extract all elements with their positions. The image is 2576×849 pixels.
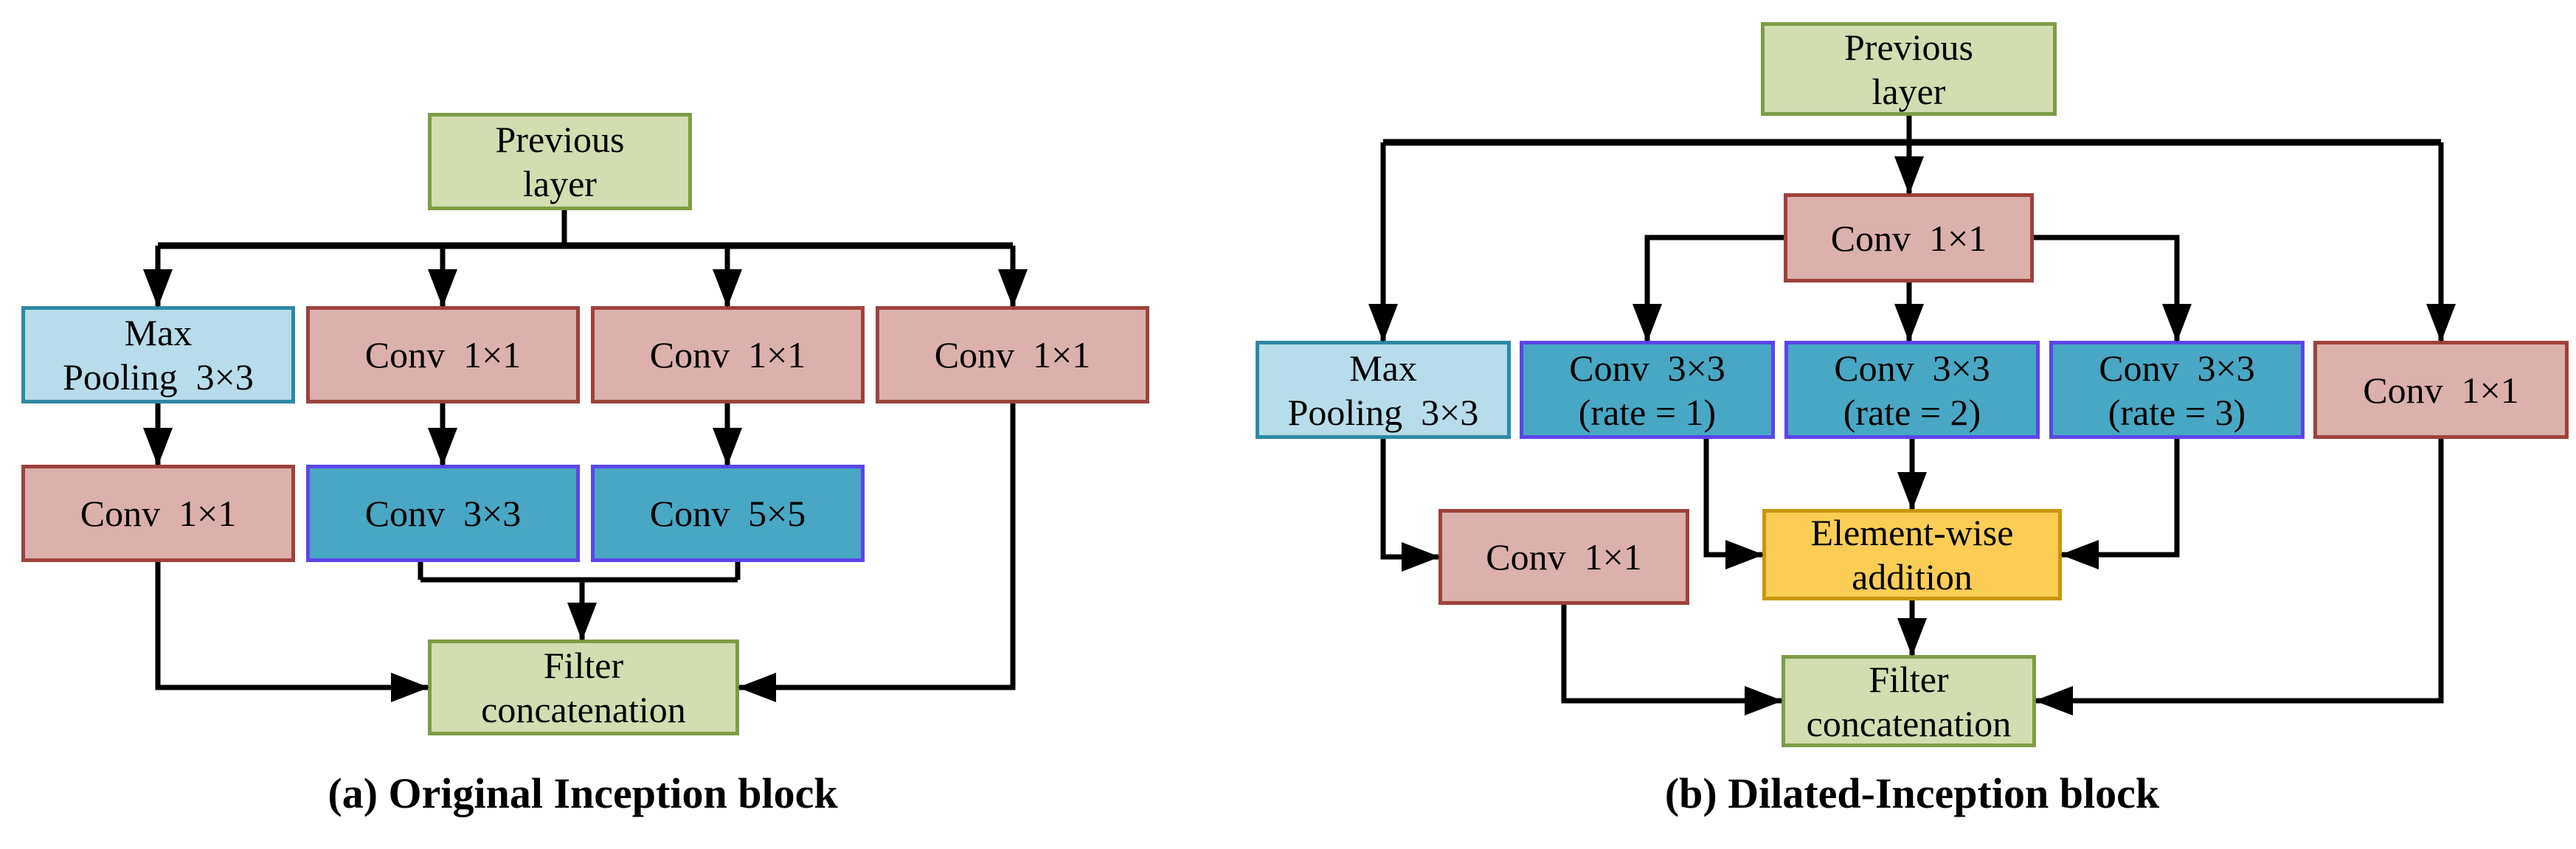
node-b-conv1x1-left: Conv 1×1	[1438, 509, 1689, 605]
node-label: Conv 1×1	[934, 334, 1091, 375]
node-a-conv1x1-branch4: Conv 1×1	[876, 306, 1149, 403]
node-label: Conv 1×1	[1830, 217, 1987, 259]
node-label: Pooling 3×3	[1287, 391, 1479, 433]
node-label: Conv 3×3	[364, 493, 522, 534]
node-label: (rate = 3)	[2108, 391, 2246, 433]
node-label: Previous	[495, 119, 625, 160]
arrow-b-conv1x1-right-to-filter	[2035, 439, 2444, 715]
node-b-conv3x3-rate3: Conv 3×3 (rate = 3)	[2049, 341, 2305, 439]
node-label: Conv 3×3	[1569, 347, 1725, 389]
node-label: Element-wise	[1810, 512, 2014, 553]
node-b-conv3x3-rate1: Conv 3×3 (rate = 1)	[1520, 341, 1775, 439]
node-a-filter-concatenation: Filter concatenation	[428, 640, 739, 735]
node-label: concatenation	[481, 689, 686, 730]
node-b-conv3x3-rate2: Conv 3×3 (rate = 2)	[1784, 341, 2040, 439]
node-label: (rate = 2)	[1843, 391, 1981, 433]
node-a-conv1x1-branch3: Conv 1×1	[591, 306, 865, 403]
arrow-b-top-to-rate1	[1632, 235, 1784, 342]
arrow-b-conv1x1-left-to-filter	[1561, 605, 1783, 715]
node-a-conv5x5: Conv 5×5	[591, 465, 865, 562]
node-label: Conv 1×1	[2363, 369, 2519, 411]
node-label: Conv 5×5	[649, 493, 806, 534]
node-a-conv1x1-after-pool: Conv 1×1	[21, 465, 295, 562]
node-label: layer	[1872, 70, 1946, 112]
node-label: Conv 1×1	[1486, 536, 1642, 578]
node-b-previous-layer: Previous layer	[1761, 22, 2057, 116]
arrow-b-rate1-to-addition	[1703, 439, 1764, 569]
node-label: Conv 3×3	[1834, 347, 1990, 389]
node-label: Conv 1×1	[364, 334, 522, 375]
node-a-conv1x1-branch2: Conv 1×1	[306, 306, 580, 403]
arrow-b-top-to-rate3	[2034, 235, 2192, 342]
node-a-conv3x3: Conv 3×3	[306, 465, 580, 562]
node-label: (rate = 1)	[1578, 391, 1717, 433]
node-b-element-wise-addition: Element-wise addition	[1762, 509, 2062, 600]
node-label: Pooling 3×3	[63, 356, 254, 398]
node-label: Filter	[543, 645, 624, 686]
node-label: Conv 1×1	[80, 493, 237, 534]
node-b-filter-concatenation: Filter concatenation	[1782, 655, 2036, 747]
node-label: layer	[523, 163, 597, 204]
node-b-conv1x1-top: Conv 1×1	[1784, 193, 2034, 283]
node-b-conv1x1-right: Conv 1×1	[2313, 341, 2569, 439]
arrow-a-conv1x1-to-filter	[155, 562, 429, 702]
node-a-previous-layer: Previous layer	[428, 113, 692, 210]
node-label: Max	[1349, 347, 1417, 389]
node-label: Filter	[1869, 658, 1949, 700]
node-label: concatenation	[1806, 702, 2012, 744]
node-label: Max	[124, 312, 193, 353]
node-label: addition	[1852, 556, 1973, 597]
caption-a: (a) Original Inception block	[328, 769, 838, 817]
node-label: Previous	[1844, 26, 1973, 68]
node-a-max-pooling: Max Pooling 3×3	[21, 306, 295, 403]
node-label: Conv 3×3	[2099, 347, 2255, 389]
arrow-b-maxpool-to-conv1x1-left	[1380, 439, 1440, 572]
caption-b: (b) Dilated-Inception block	[1664, 769, 2160, 817]
node-label: Conv 1×1	[649, 334, 806, 375]
node-b-max-pooling: Max Pooling 3×3	[1256, 341, 1511, 439]
arrow-b-rate3-to-addition	[2060, 439, 2180, 569]
